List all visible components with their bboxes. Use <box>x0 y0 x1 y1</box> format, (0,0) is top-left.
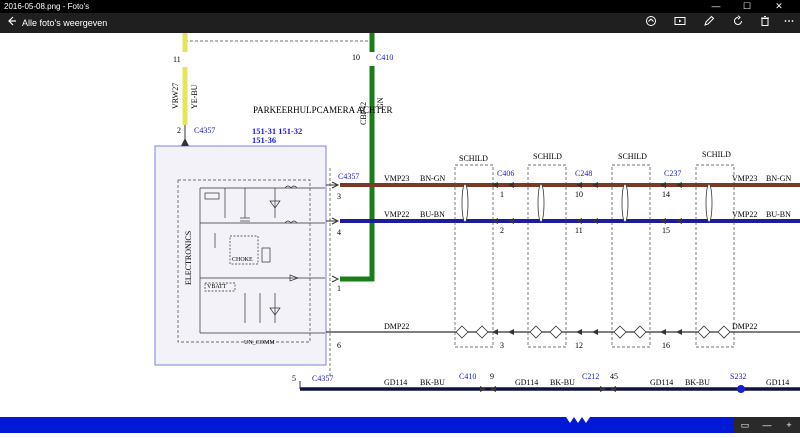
wire-color-ye-bu: YE-BU <box>190 84 199 109</box>
connector-c410-top: C410 <box>376 53 393 62</box>
wire-label-vmp23-right: VMP23 <box>732 174 757 183</box>
zoom-controls: ▭ — + <box>734 417 800 433</box>
wire-label-dmp22: DMP22 <box>384 322 409 331</box>
shield-label-1: SCHILD <box>459 154 488 163</box>
pin-c406-3: 3 <box>500 341 504 350</box>
wire-label-vmp23: VMP23 <box>384 174 409 183</box>
image-bottom-strip <box>0 417 800 433</box>
choke-label: CHOKE <box>232 257 253 263</box>
share-icon[interactable] <box>642 15 660 31</box>
wire-label-gd114-4: GD114 <box>766 378 789 387</box>
wire-color-bn-gn-right: BN-GN <box>766 174 792 183</box>
rotate-icon[interactable] <box>729 15 747 31</box>
wire-label-gd114: GD114 <box>384 378 407 387</box>
connector-c4357-bottom: C4357 <box>312 374 333 383</box>
pin-5: 5 <box>292 374 296 383</box>
camera-module-box <box>154 145 327 366</box>
wire-color-gn: GN <box>376 97 385 109</box>
wiring-diagram: 11 VRW27 YE-BU 10 C410 CBP42 GN PARKEERH… <box>154 33 800 393</box>
pin-1: 1 <box>337 284 341 293</box>
pin-c237-16: 16 <box>662 341 670 350</box>
pin-c406-1: 1 <box>500 190 504 199</box>
connector-c248: C248 <box>575 169 592 178</box>
pin-10: 10 <box>352 53 360 62</box>
pin-c212-45: 45 <box>610 372 618 381</box>
back-arrow-icon[interactable] <box>7 16 17 30</box>
shield-label-2: SCHILD <box>533 152 562 161</box>
more-icon[interactable] <box>780 15 798 31</box>
wire-label-cbp42: CBP42 <box>359 102 368 125</box>
all-photos-link[interactable]: Alle foto's weergeven <box>22 18 108 28</box>
pin-c237-14: 14 <box>662 190 670 199</box>
window-title: 2016-05-08.png - Foto's <box>4 2 90 11</box>
minimize-button[interactable]: — <box>711 1 721 11</box>
pin-11: 11 <box>173 55 181 64</box>
slideshow-icon[interactable] <box>671 15 689 31</box>
vbatt-label: VBATT <box>207 284 227 290</box>
shield-label-4: SCHILD <box>702 150 731 159</box>
wire-color-bk-bu: BK-BU <box>420 378 445 387</box>
close-button[interactable]: ✕ <box>775 1 783 11</box>
connector-c212: C212 <box>582 372 599 381</box>
connector-c237: C237 <box>664 169 681 178</box>
wire-label-gd114-3: GD114 <box>650 378 673 387</box>
wire-color-bn-gn: BN-GN <box>420 174 446 183</box>
zoom-out-button[interactable]: — <box>762 420 772 430</box>
connector-c4357-right: C4357 <box>338 172 359 181</box>
ref-numbers-line2: 151-36 <box>252 135 276 145</box>
delete-icon[interactable] <box>756 15 774 31</box>
module-pin-2: 2 <box>177 126 181 135</box>
module-connector-c4357: C4357 <box>194 126 215 135</box>
ref-numbers-line1: 151-31 151-32 <box>252 126 302 136</box>
pin-c248-12: 12 <box>575 341 583 350</box>
electronics-label: ELECTRONICS <box>184 231 193 285</box>
connector-c410-bottom: C410 <box>459 372 476 381</box>
pin-c410-9: 9 <box>490 372 494 381</box>
pin-4: 4 <box>337 228 341 237</box>
wire-color-bk-bu-2: BK-BU <box>550 378 575 387</box>
wire-color-bk-bu-3: BK-BU <box>685 378 710 387</box>
wire-label-dmp22-right: DMP22 <box>732 322 757 331</box>
edit-icon[interactable] <box>700 15 718 31</box>
photo-viewer[interactable]: 11 VRW27 YE-BU 10 C410 CBP42 GN PARKEERH… <box>0 33 800 417</box>
window-titlebar: 2016-05-08.png - Foto's — ☐ ✕ <box>0 0 800 13</box>
module-title: PARKEERHULPCAMERA ACHTER <box>253 105 392 115</box>
photos-toolbar: Alle foto's weergeven <box>0 13 800 33</box>
shield-label-3: SCHILD <box>618 152 647 161</box>
un-comm-label: UN_COMM <box>244 340 275 346</box>
maximize-button[interactable]: ☐ <box>742 1 752 11</box>
splice-s232-dot <box>737 385 745 393</box>
pin-6: 6 <box>337 341 341 350</box>
pin-c406-2: 2 <box>500 226 504 235</box>
wire-label-gd114-2: GD114 <box>515 378 538 387</box>
splice-s232: S232 <box>730 372 746 381</box>
connector-c406: C406 <box>497 169 514 178</box>
fit-window-button[interactable]: ▭ <box>740 420 750 430</box>
pin-c248-10: 10 <box>575 190 583 199</box>
zoom-in-button[interactable]: + <box>786 420 792 430</box>
wire-color-bu-bn-right: BU-BN <box>766 210 791 219</box>
wire-label-vmp22: VMP22 <box>384 210 409 219</box>
wire-color-bu-bn: BU-BN <box>420 210 445 219</box>
pin-3: 3 <box>337 192 341 201</box>
pin-c237-15: 15 <box>662 226 670 235</box>
pin-c248-11: 11 <box>575 226 583 235</box>
wire-label-vrw27: VRW27 <box>171 83 180 109</box>
wire-label-vmp22-right: VMP22 <box>732 210 757 219</box>
